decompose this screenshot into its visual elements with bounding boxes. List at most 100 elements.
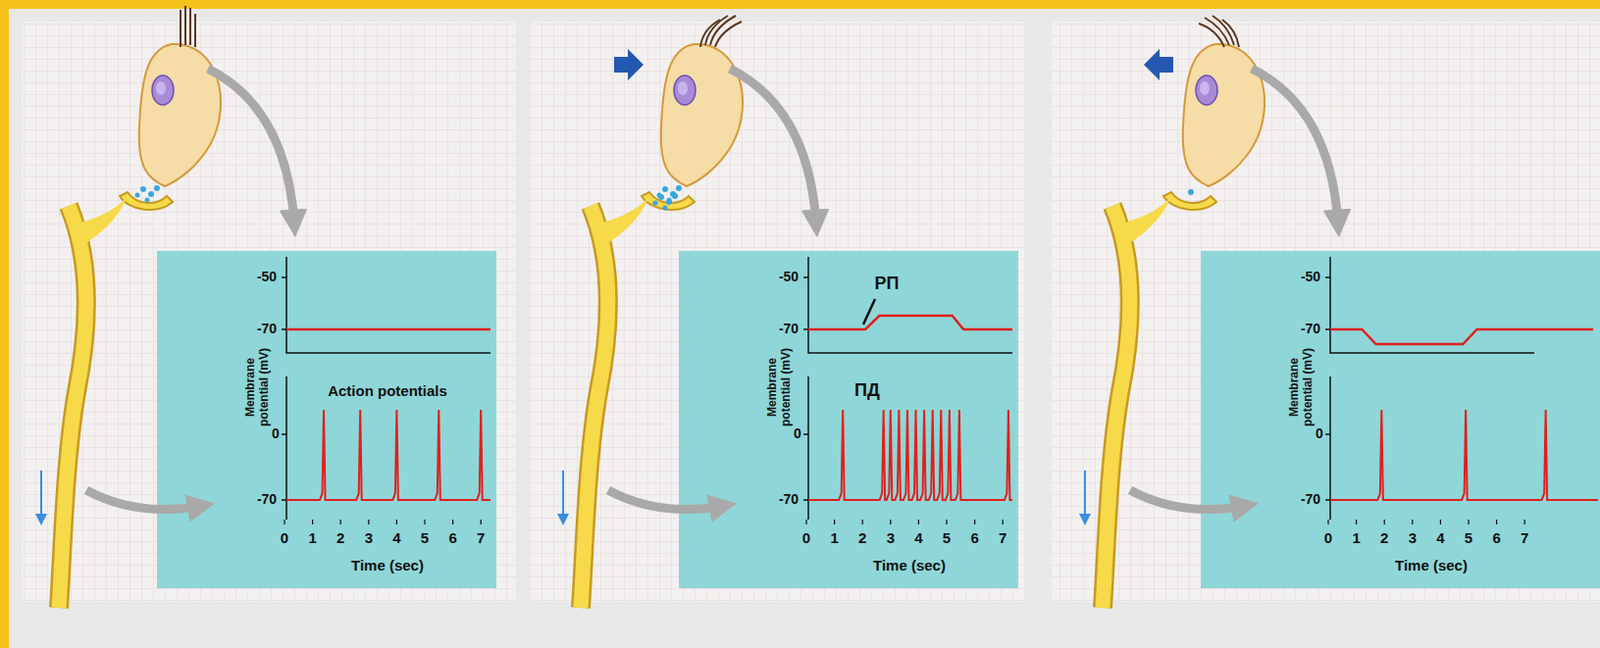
- axis-title: Membrane potential (mV): [243, 336, 271, 439]
- action-potential-trace: [808, 410, 1013, 501]
- axis-number: 2: [1380, 530, 1389, 548]
- axis-tick: [1467, 519, 1469, 525]
- axis-value: 0: [793, 426, 802, 442]
- pointer-arrow: [1130, 490, 1245, 511]
- graph-label: ПД: [852, 381, 882, 402]
- axis-number: 0: [1324, 530, 1333, 548]
- axis-number: 7: [476, 530, 485, 548]
- axis-tick: [833, 519, 835, 525]
- axis-tick: [1440, 519, 1442, 525]
- signal-direction-arrow: [562, 470, 565, 520]
- signal-direction-arrow: [40, 470, 43, 520]
- axis-title: Time (sec): [1394, 558, 1468, 575]
- axis-value: -70: [778, 492, 799, 508]
- axis-number: 1: [308, 530, 316, 548]
- axis-number: 4: [914, 530, 923, 548]
- axis-tick: [803, 328, 809, 331]
- axis-tick: [311, 519, 313, 525]
- axis-tick: [340, 519, 342, 525]
- axis-number: 2: [336, 530, 345, 548]
- axis-value: 0: [1315, 426, 1324, 442]
- axis-value: -70: [257, 492, 277, 508]
- signal-direction-arrow: [1083, 470, 1086, 520]
- axis-tick: [281, 328, 287, 331]
- axis-number: 4: [1436, 530, 1445, 548]
- axis-number: 2: [858, 530, 867, 548]
- axis-value: -50: [257, 269, 277, 285]
- axis-tick: [281, 433, 287, 436]
- axis-tick: [974, 519, 976, 525]
- axis-tick: [1325, 433, 1331, 436]
- graph-title: Action potentials: [327, 383, 448, 401]
- axis-number: 0: [802, 530, 811, 548]
- axis-tick: [1355, 519, 1357, 525]
- axis-tick: [1411, 519, 1413, 525]
- axis-tick: [803, 276, 809, 279]
- graph-label: РП: [875, 274, 900, 295]
- axis-tick: [1327, 519, 1329, 525]
- axis-value: 0: [271, 426, 280, 442]
- axis-tick: [1325, 328, 1331, 331]
- axis: [807, 376, 810, 520]
- axis-number: 6: [970, 530, 979, 548]
- axis-value: -70: [1300, 321, 1321, 337]
- axis-tick: [1524, 519, 1526, 525]
- axis-number: 3: [364, 530, 373, 548]
- axis-number: 5: [1464, 530, 1473, 548]
- receptor-potential-trace: [1330, 329, 1594, 345]
- leader-line: [863, 299, 876, 325]
- axis-number: 7: [1520, 530, 1529, 548]
- pointer-arrow: [86, 490, 202, 511]
- axis-tick: [1002, 519, 1004, 525]
- axis-tick: [423, 519, 425, 525]
- axis: [1330, 257, 1535, 354]
- axis-tick: [918, 519, 920, 525]
- pointer-arrow: [729, 68, 817, 224]
- axis-number: 1: [1351, 530, 1360, 548]
- axis-value: -50: [778, 269, 799, 285]
- axis-tick: [281, 276, 287, 279]
- axis-tick: [1496, 519, 1497, 525]
- axis-tick: [281, 499, 287, 502]
- axis-tick: [945, 519, 947, 525]
- pointer-arrow: [1251, 68, 1339, 224]
- axis: [1329, 376, 1332, 520]
- axis-title: Membrane potential (mV): [765, 336, 793, 439]
- axis-number: 4: [392, 530, 401, 548]
- axis-tick: [862, 519, 864, 525]
- receptor-potential-trace: [808, 315, 1013, 330]
- action-potential-trace: [1330, 410, 1599, 501]
- axis-tick: [1325, 499, 1331, 502]
- axis-title: Time (sec): [873, 558, 946, 575]
- action-potential-trace: [286, 410, 491, 501]
- axis-value: -50: [1300, 269, 1321, 285]
- axis-number: 6: [448, 530, 457, 548]
- axis-tick: [805, 519, 807, 525]
- axis-tick: [1384, 519, 1386, 525]
- axis-tick: [803, 499, 809, 502]
- axis-number: 7: [998, 530, 1007, 548]
- axis-number: 1: [829, 530, 838, 548]
- axis-number: 5: [942, 530, 951, 548]
- axis-tick: [452, 519, 454, 525]
- axis-number: 5: [420, 530, 429, 548]
- axis-tick: [889, 519, 891, 525]
- axis-number: 6: [1492, 530, 1500, 548]
- axis: [285, 376, 288, 520]
- axis-number: 0: [280, 530, 289, 548]
- axis-tick: [1325, 276, 1331, 279]
- axis-number: 3: [1408, 530, 1417, 548]
- pointer-arrow: [207, 68, 295, 224]
- axis-value: -70: [257, 321, 277, 337]
- axis-title: Membrane potential (mV): [1287, 336, 1315, 439]
- axis: [286, 257, 491, 354]
- axis-tick: [367, 519, 369, 525]
- axis-tick: [480, 519, 482, 525]
- axis-value: -70: [778, 321, 799, 337]
- axis-title: Time (sec): [351, 558, 424, 575]
- receptor-potential-trace: [286, 328, 491, 332]
- axis: [808, 257, 1013, 354]
- axis-number: 3: [886, 530, 895, 548]
- axis-tick: [283, 519, 285, 525]
